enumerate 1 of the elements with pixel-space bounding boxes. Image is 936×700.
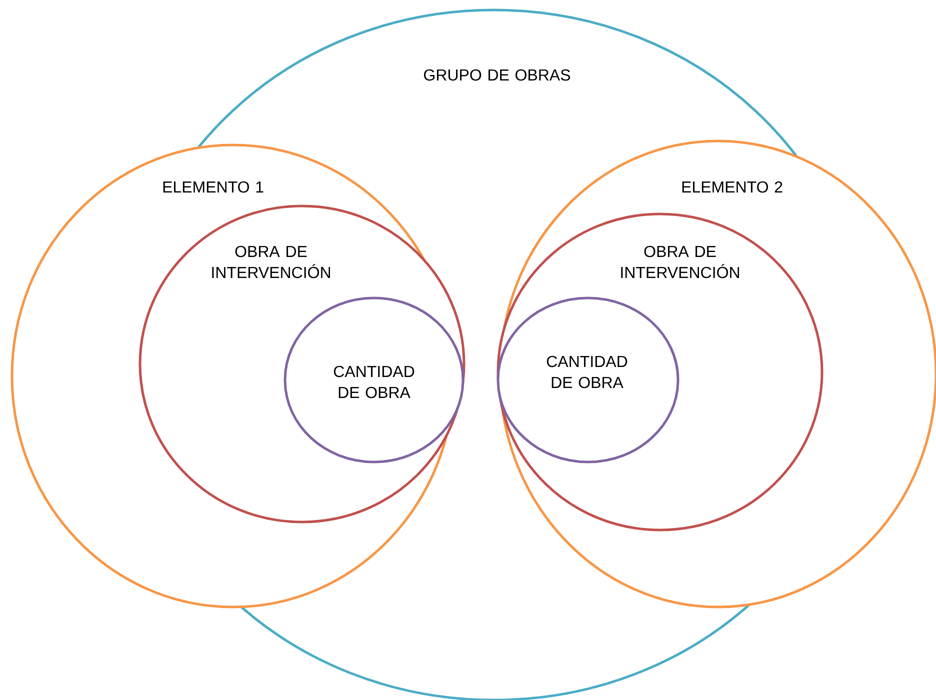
node-label: ELEMENTO 2 <box>682 181 782 193</box>
